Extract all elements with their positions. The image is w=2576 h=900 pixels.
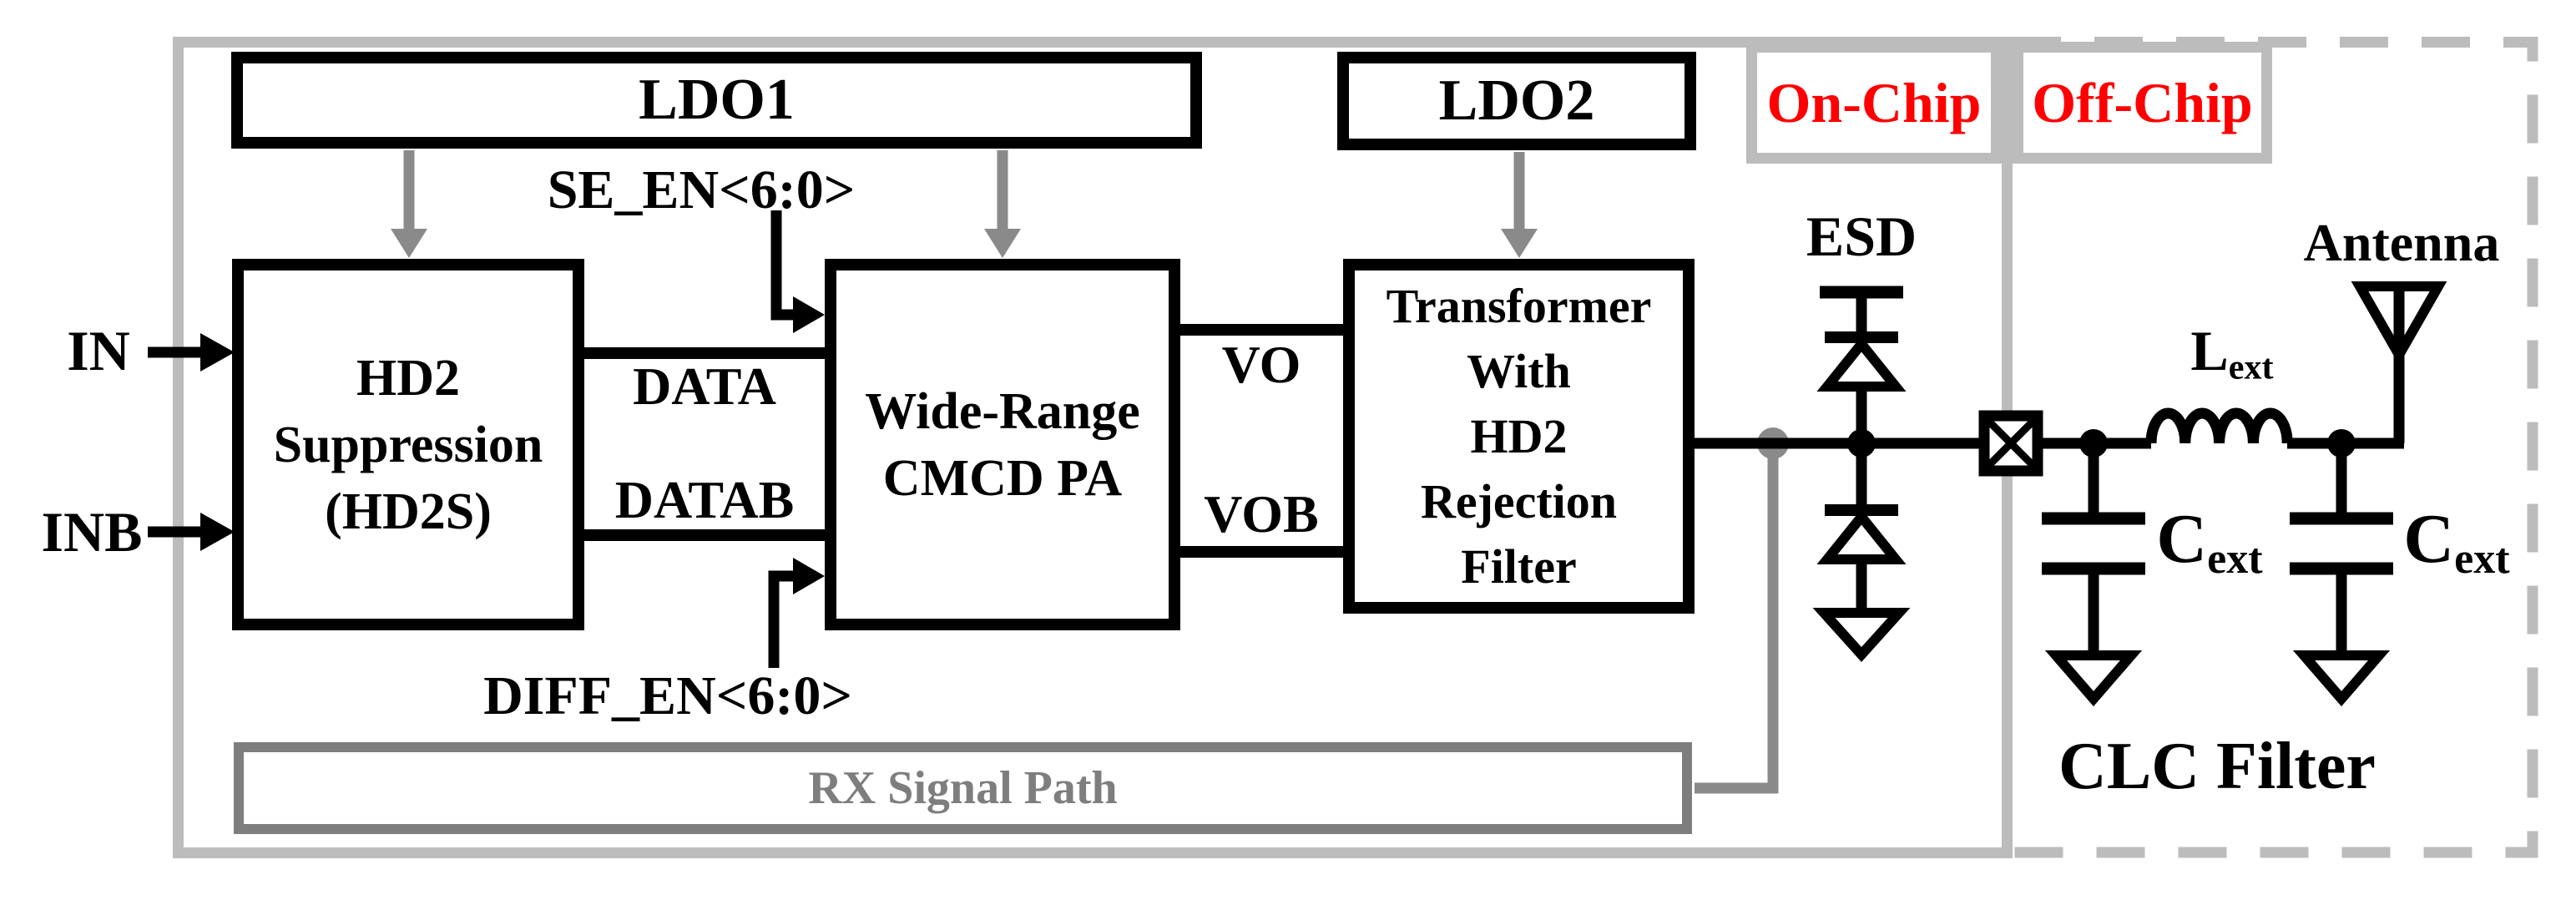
in-label: IN (67, 319, 130, 382)
rx-feedback-line (1695, 427, 1789, 794)
ldo2-supply-arrow-icon (1501, 152, 1538, 258)
block-pa-line: Wide-Range (865, 382, 1140, 440)
rx-signal-path-label: RX Signal Path (808, 762, 1118, 814)
off-chip-dashed-border-icon (2013, 37, 2538, 858)
junction-dot-icon (2079, 429, 2108, 458)
block-rx-signal-path: RX Signal Path (234, 742, 1692, 834)
ground-icon (2044, 650, 2143, 707)
esd-diodes-icon (1812, 286, 1911, 662)
block-hd2-suppression: HD2 Suppression (HD2S) (232, 259, 584, 630)
block-hd2s-line: HD2 (356, 349, 460, 407)
clc-filter-label: CLC Filter (2058, 730, 2376, 803)
l-ext-base: L (2190, 319, 2229, 383)
block-transformer-line: Filter (1461, 538, 1577, 594)
ldo1-supply-arrow-right-icon (984, 150, 1021, 258)
junction-dot-icon (2327, 429, 2356, 458)
esd-label: ESD (1806, 205, 1917, 268)
se-en-label: SE_EN<6:0> (547, 159, 856, 220)
in-arrow-icon (148, 333, 235, 372)
inductor-icon (2145, 407, 2293, 444)
off-chip-label-box: Off-Chip (2013, 42, 2272, 164)
on-chip-label-box: On-Chip (1746, 42, 2002, 164)
block-ldo2: LDO2 (1337, 52, 1696, 150)
data-bus-lines (584, 324, 1343, 558)
on-chip-label: On-Chip (1766, 70, 1982, 134)
ground-icon (1812, 608, 1911, 662)
ldo1-supply-arrow-left-icon (391, 150, 427, 258)
c-ext-base: C (2403, 499, 2455, 578)
inb-label: INB (41, 500, 143, 564)
on-chip-boundary-box (173, 37, 2013, 858)
block-ldo1: LDO1 (231, 52, 1202, 149)
antenna-label: Antenna (2303, 213, 2500, 272)
junction-dot-icon (1847, 429, 1876, 458)
block-transformer-line: Rejection (1420, 473, 1618, 528)
block-transformer-line: HD2 (1470, 408, 1568, 463)
c-ext-label-2: Cext (2403, 503, 2510, 583)
c-ext-sub: ext (2454, 534, 2510, 583)
block-cmcd-pa: Wide-Range CMCD PA (825, 259, 1180, 630)
cext2-capacitor-icon (2290, 443, 2393, 707)
vob-label: VOB (1204, 484, 1319, 544)
c-ext-sub: ext (2207, 534, 2263, 583)
off-chip-label: Off-Chip (2032, 70, 2253, 134)
block-transformer-filter: Transformer With HD2 Rejection Filter (1343, 259, 1695, 614)
block-hd2s-line: (HD2S) (325, 483, 492, 540)
block-ldo2-label: LDO2 (1438, 68, 1595, 133)
block-pa-line: CMCD PA (882, 449, 1123, 507)
diff-en-label: DIFF_EN<6:0> (483, 665, 852, 726)
ground-icon (2292, 650, 2391, 707)
l-ext-label: Lext (2190, 322, 2273, 386)
c-ext-label-1: Cext (2156, 503, 2263, 583)
antenna-icon (2351, 281, 2447, 443)
c-ext-base: C (2156, 499, 2208, 578)
block-hd2s-line: Suppression (273, 416, 543, 473)
data-label: DATA (633, 356, 776, 416)
cext1-capacitor-icon (2042, 443, 2145, 707)
pad-icon (1978, 410, 2043, 477)
se-en-arrow-icon (770, 210, 825, 333)
datab-label: DATAB (614, 470, 795, 529)
diff-en-arrow-icon (768, 558, 825, 668)
l-ext-sub: ext (2228, 347, 2274, 387)
block-ldo1-label: LDO1 (639, 68, 795, 132)
block-transformer-line: With (1467, 343, 1571, 398)
inb-arrow-icon (148, 513, 235, 551)
block-transformer-line: Transformer (1386, 278, 1652, 333)
vo-label: VO (1221, 335, 1301, 394)
